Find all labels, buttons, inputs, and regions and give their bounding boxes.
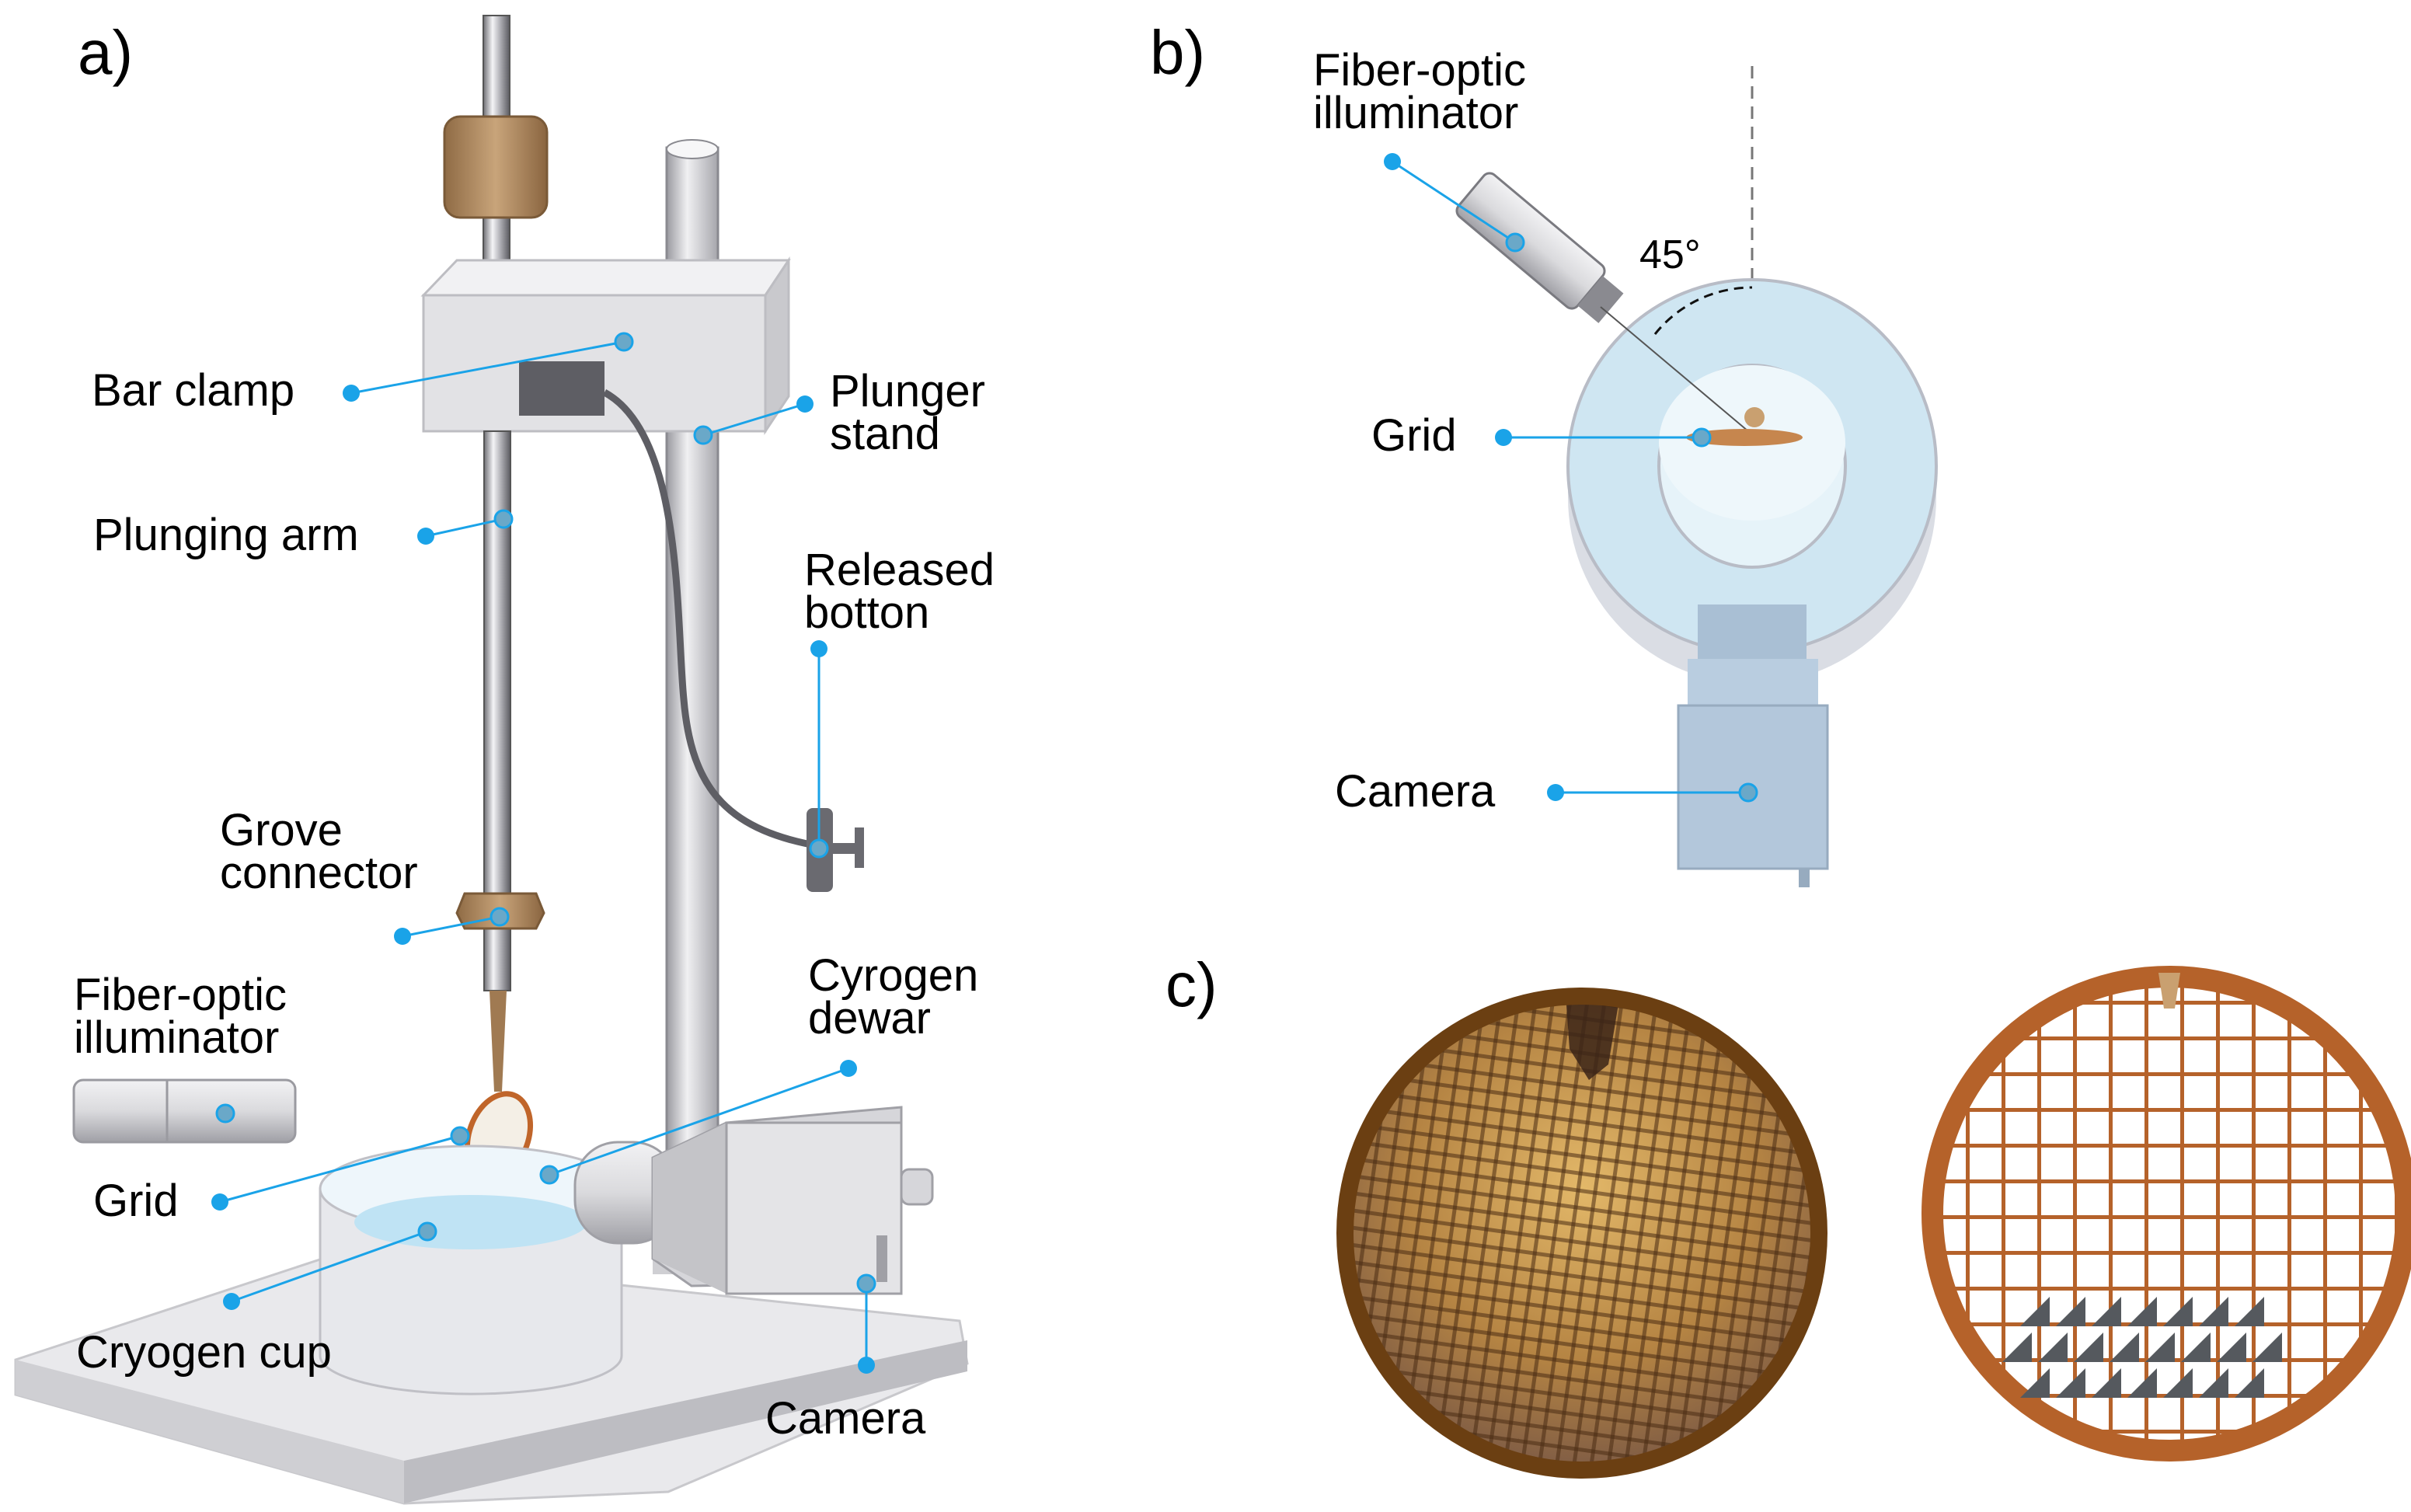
label-grove-connector-line2: connector xyxy=(220,848,418,898)
camera-a xyxy=(573,1106,934,1295)
panel-b-label: b) xyxy=(1150,18,1205,87)
marked-square xyxy=(2092,1297,2121,1326)
marked-square xyxy=(2181,1333,2211,1362)
marked-square xyxy=(2199,1368,2228,1398)
grid-schematic xyxy=(1921,966,2411,1461)
callout-plunger-stand xyxy=(693,395,814,445)
adjust-knob xyxy=(443,115,549,219)
marked-square xyxy=(2020,1297,2050,1326)
marked-square xyxy=(2074,1333,2103,1362)
fiber-optic-illuminator xyxy=(72,1078,297,1144)
label-grid-a: Grid xyxy=(93,1176,179,1226)
label-camera-b: Camera xyxy=(1335,766,1496,817)
callout-grove-connector xyxy=(394,907,510,945)
marked-square xyxy=(2002,1333,2032,1362)
callout-fiber-optic-b xyxy=(1384,153,1525,253)
marked-square xyxy=(2217,1333,2246,1362)
bar-clamp xyxy=(420,256,791,435)
angle-label: 45° xyxy=(1639,232,1701,277)
marked-square xyxy=(2145,1333,2175,1362)
label-bar-clamp: Bar clamp xyxy=(92,365,294,416)
grid-b xyxy=(1686,429,1803,446)
marked-square xyxy=(2110,1333,2139,1362)
release-cable xyxy=(602,389,824,851)
marked-square xyxy=(2127,1368,2157,1398)
marked-square xyxy=(2163,1368,2193,1398)
marked-square xyxy=(2199,1297,2228,1326)
marked-square xyxy=(2056,1368,2085,1398)
label-cyrogen-dewar-line2: dewar xyxy=(808,993,931,1043)
marked-square xyxy=(2056,1297,2085,1326)
label-released-botton-line2: botton xyxy=(804,587,929,638)
callout-cyrogen-dewar xyxy=(539,1060,857,1185)
callout-camera-a xyxy=(856,1273,876,1374)
callout-bar-clamp xyxy=(343,332,634,402)
grid-micrograph xyxy=(1336,988,1827,1479)
label-cyrogen-dewar-line1: Cyrogen xyxy=(808,950,978,1001)
callout-released-botton xyxy=(809,640,829,859)
marked-square xyxy=(2235,1368,2264,1398)
tweezer xyxy=(490,991,507,1092)
label-released-botton-line1: Released xyxy=(804,545,995,595)
label-grove-connector-line1: Grove xyxy=(220,805,343,855)
callout-cryogen-cup xyxy=(223,1221,437,1310)
label-fiber-optic-b-line2: illuminator xyxy=(1313,88,1518,138)
callout-fiber-optic-a-dot xyxy=(215,1103,235,1124)
fiber-optic-illuminator-b xyxy=(1455,172,1624,323)
panel-c-label: c) xyxy=(1165,950,1218,1019)
marked-square xyxy=(2235,1297,2264,1326)
marked-square xyxy=(2252,1333,2282,1362)
callout-plunging-arm xyxy=(417,509,514,545)
marked-square xyxy=(2020,1368,2050,1398)
callout-grid-a xyxy=(211,1126,470,1211)
label-camera-a: Camera xyxy=(765,1393,926,1444)
marked-square xyxy=(2127,1297,2157,1326)
label-plunging-arm: Plunging arm xyxy=(93,510,359,560)
grid-squares-marked xyxy=(2002,1297,2282,1398)
marked-square xyxy=(2092,1368,2121,1398)
label-cryogen-cup: Cryogen cup xyxy=(76,1327,332,1378)
angle-arc xyxy=(1653,286,1753,335)
callout-grid-b xyxy=(1495,427,1712,448)
label-fiber-optic-a-line1: Fiber-optic xyxy=(74,970,287,1020)
callout-camera-b xyxy=(1547,782,1758,803)
camera-b xyxy=(1677,604,1829,887)
label-grid-b: Grid xyxy=(1371,410,1457,461)
tweezer-tip-b xyxy=(1744,407,1765,427)
panel-a-label: a) xyxy=(78,18,133,87)
label-plunger-stand-line1: Plunger xyxy=(830,366,985,416)
label-fiber-optic-a-line2: illuminator xyxy=(74,1012,279,1063)
label-plunger-stand-line2: stand xyxy=(830,409,940,459)
label-fiber-optic-b-line1: Fiber-optic xyxy=(1313,45,1526,96)
marked-square xyxy=(2163,1297,2193,1326)
illumination-axis xyxy=(1600,306,1749,432)
marked-square xyxy=(2038,1333,2068,1362)
